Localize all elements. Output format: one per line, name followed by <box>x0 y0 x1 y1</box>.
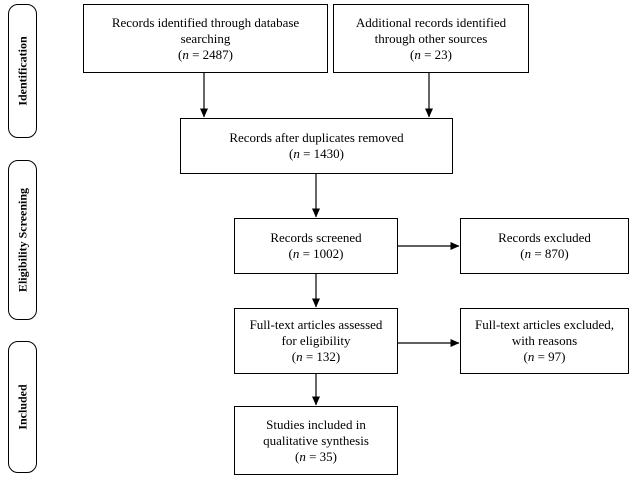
box-line: with reasons <box>511 333 578 348</box>
box-line: searching <box>180 30 231 46</box>
box-line: through other sources <box>374 30 488 46</box>
box-records-excluded: Records excluded (n = 870) <box>460 218 629 274</box>
box-fulltext-excluded: Full-text articles excluded, with reason… <box>460 308 629 374</box>
box-fulltext-assessed: Full-text articles assessed for eligibil… <box>234 308 398 374</box>
box-additional-records-other-sources: Additional records identified through ot… <box>333 4 529 73</box>
box-line: Full-text articles assessed <box>249 317 383 332</box>
box-studies-included: Studies included in qualitative synthesi… <box>234 406 398 475</box>
box-line: Records identified through database <box>111 14 300 30</box>
box-count: (n = 870) <box>520 246 569 261</box>
box-line: Full-text articles excluded, <box>475 317 614 332</box>
box-count: (n = 35) <box>294 448 338 464</box>
box-count: (n = 1002) <box>288 246 344 261</box>
box-line: for eligibility <box>281 333 351 348</box>
box-line: Studies included in <box>266 416 366 432</box>
box-records-identified-database: Records identified through database sear… <box>83 4 328 73</box>
box-line: Records excluded <box>498 230 591 245</box>
box-count: (n = 132) <box>291 349 341 364</box>
box-count: (n = 97) <box>523 349 566 364</box>
stage-label-identification: Identification <box>8 4 37 138</box>
stage-label-eligibility-screening: Eligibility Screening <box>8 160 37 320</box>
stage-label-included: Included <box>8 341 37 473</box>
box-count: (n = 2487) <box>177 46 234 62</box>
box-line: Records screened <box>270 230 362 245</box>
box-line: Additional records identified <box>355 14 507 30</box>
box-line: qualitative synthesis <box>263 432 369 448</box>
box-line: Records after duplicates removed <box>229 130 404 145</box>
box-count: (n = 1430) <box>288 146 345 161</box>
box-count: (n = 23) <box>409 46 453 62</box>
box-records-screened: Records screened (n = 1002) <box>234 218 398 274</box>
box-records-after-duplicates: Records after duplicates removed (n = 14… <box>180 118 453 174</box>
